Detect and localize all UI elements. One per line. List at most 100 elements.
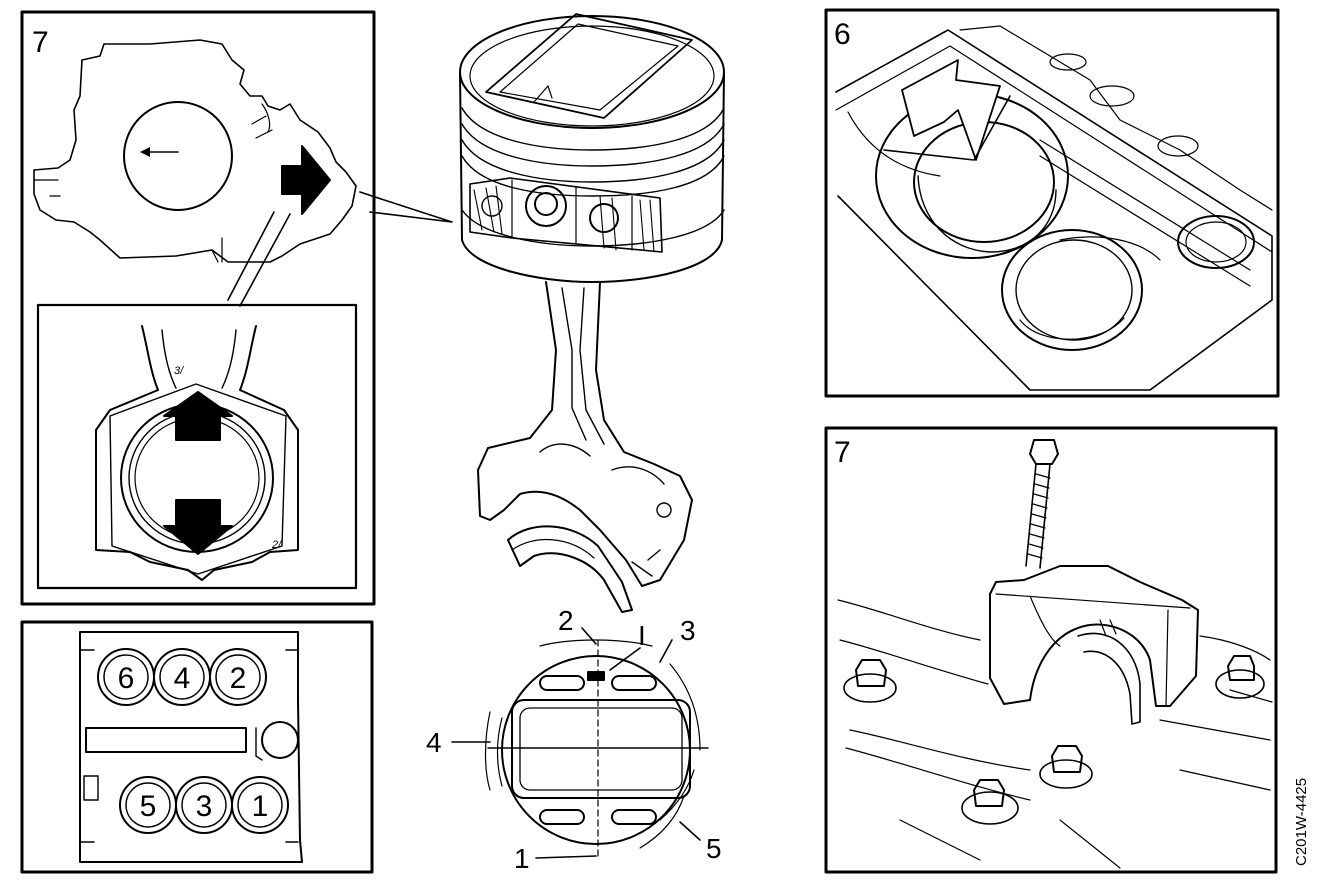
main-bearing-cap: [989, 565, 1199, 707]
crankcase-bolt-4-head-icon: [1227, 655, 1255, 681]
piston-pin: [534, 192, 558, 216]
leader-5: [679, 821, 701, 841]
conrod-big-end-outline: [95, 325, 299, 581]
callout-2: 2: [558, 605, 574, 636]
block-hole-1: [1089, 85, 1135, 107]
panel-bottom-right-number: 7: [834, 436, 851, 469]
bearing-cap-outline: [109, 383, 287, 575]
piston-top-mark: [587, 671, 605, 681]
callout-5: 5: [706, 833, 722, 864]
piston-top-recess-inner: [519, 707, 683, 791]
piston-top-view-outline: [501, 655, 691, 845]
panel-top-right-frame: [824, 8, 1280, 398]
inspection-arrow-lines: [883, 95, 1011, 161]
ring-groove-1: [461, 107, 725, 151]
callout-1: 1: [514, 843, 530, 874]
bore-second-lower-wall: [1019, 317, 1125, 340]
piston-top-arc-left-2: [484, 711, 491, 791]
piston-crown-recess: [485, 13, 693, 119]
bearing-half-shell-inner: [511, 538, 595, 559]
engine-block-detail-2: [211, 237, 223, 263]
cylinder-5-ring-inner: [125, 782, 171, 828]
cylinder-2-ring-inner: [215, 654, 261, 700]
bolt-head-icon: [1029, 439, 1059, 465]
inspection-arrow-icon: [901, 59, 1001, 161]
callout-3: 3: [680, 615, 696, 646]
cylinder-6-ring-inner: [103, 654, 149, 700]
piston-top-arc-right: [639, 663, 701, 849]
head-port-circle: [261, 721, 299, 759]
conrod-shank: [477, 281, 693, 587]
engine-block-detail: [33, 179, 61, 197]
panel-bottom-right-frame: [824, 426, 1278, 874]
cylinder-row-top: 6 4 2: [97, 648, 267, 706]
conrod-inner-line: [161, 329, 237, 389]
bolt-shank: [1025, 463, 1051, 569]
piston-pin-boss: [525, 185, 567, 227]
valve-pocket-3: [539, 809, 585, 825]
panel-cylinder-order-frame: [20, 620, 374, 874]
piston-top-recess-outer: [511, 699, 691, 799]
crankcase-bolt-1-head-icon: [855, 659, 887, 687]
block-hole-2: [1049, 53, 1087, 71]
block-deck-outline: [835, 29, 1273, 391]
piston-assembly: [459, 13, 725, 613]
bore-arrow-head-icon: [140, 147, 150, 157]
conrod-bolt-head: [656, 502, 672, 518]
crankcase-lines-3: [1199, 635, 1273, 703]
direction-arrow-right-icon: [281, 145, 331, 215]
crankcase-bolt-2-washer: [1039, 759, 1093, 789]
piston-oil-hole: [481, 195, 503, 217]
piston-skirt: [459, 71, 725, 283]
cylinder-label-top-3: 2: [230, 662, 247, 695]
crankcase-bolt-4-washer: [1215, 669, 1265, 699]
piston-crown-mark: [533, 85, 553, 103]
piston-top-view: 2 I 3 4 1 5: [426, 605, 722, 874]
crankcase-bolt-3: [961, 779, 1019, 825]
ring-groove-2: [461, 123, 725, 167]
cylinder-3-ring-inner: [181, 782, 227, 828]
cylinder-row-bottom: 5 3 1: [119, 776, 289, 834]
piston-crown-recess-inner: [499, 23, 679, 111]
piston-pin-end: [589, 203, 619, 233]
cylinder-label-top-2: 4: [174, 662, 191, 695]
cylinder-label-top-1: 6: [118, 662, 135, 695]
cylinder-head-outline: [79, 631, 303, 863]
crankcase-bolt-2: [1039, 745, 1093, 789]
valve-pocket-2: [611, 675, 657, 691]
cylinder-bore-circle: [123, 101, 233, 211]
pin-boss-ribs: [511, 179, 633, 251]
block-top-edge: [959, 25, 1273, 211]
piston-crown-top: [459, 15, 725, 129]
block-deck-edge: [835, 45, 1273, 253]
crankcase-bolt-3-head-icon: [973, 779, 1005, 807]
crankcase-bolt-3-washer: [961, 791, 1019, 825]
bearing-half-shell: [507, 525, 633, 613]
cylinder-head-edges: [79, 649, 299, 843]
valve-pocket-4: [611, 809, 657, 825]
leader-i: [609, 647, 641, 671]
engine-block-outline: [33, 39, 357, 263]
bore-main-lower-wall: [917, 175, 1057, 253]
panel-bottom-right: 7: [824, 426, 1278, 874]
engine-block-detail-3: [251, 103, 273, 139]
head-small-slot: [83, 775, 99, 801]
bolt-thread: [1027, 473, 1051, 559]
block-contour-lines: [847, 111, 1161, 261]
cylinder-label-bottom-3: 1: [252, 790, 269, 823]
piston-top-arc-left: [496, 717, 503, 787]
bearing-mark-lower: 2/: [271, 539, 282, 551]
panel-top-left-number: 7: [32, 26, 49, 59]
pin-boss-band: [469, 177, 663, 253]
leader-to-inset: [227, 211, 291, 307]
block-deck-lines: [1039, 139, 1251, 287]
crankcase-bolt-1-washer: [843, 673, 897, 703]
head-port-detail: [255, 727, 263, 761]
leader-to-piston: [359, 191, 453, 223]
head-slot: [85, 727, 247, 753]
conrod-web: [561, 287, 605, 445]
block-hole-4-inner: [1185, 221, 1247, 263]
panel-top-left-frame: [20, 10, 376, 606]
